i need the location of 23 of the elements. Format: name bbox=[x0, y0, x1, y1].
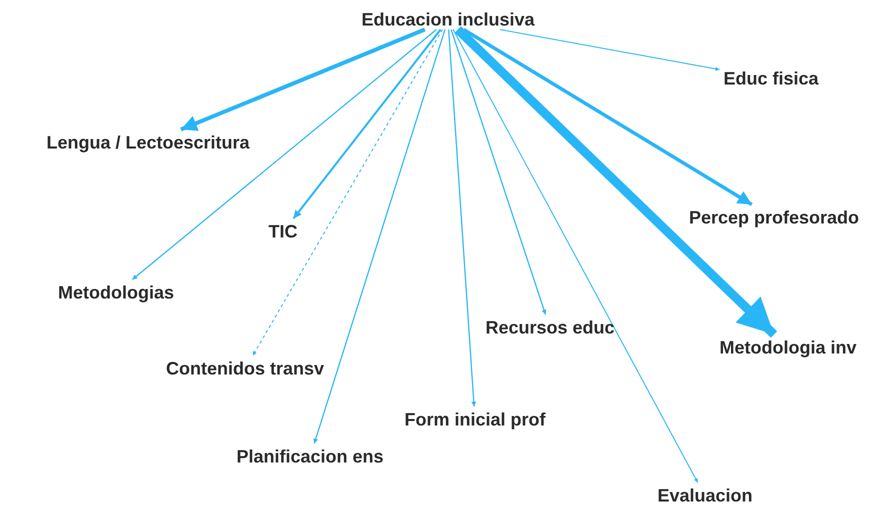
node-label: Educ fisica bbox=[721, 68, 821, 90]
node-label: Educacion inclusiva bbox=[359, 8, 537, 32]
node-label: Form inicial prof bbox=[402, 408, 548, 432]
node-label: Percep profesorado bbox=[686, 206, 862, 230]
arrow bbox=[462, 28, 753, 206]
node-label: Recursos educ bbox=[483, 316, 617, 340]
arrow bbox=[450, 29, 546, 315]
arrow bbox=[454, 26, 778, 338]
node-label: Contenidos transv bbox=[164, 358, 326, 380]
node-label: Metodologia inv bbox=[718, 336, 858, 360]
arrow bbox=[452, 29, 698, 483]
node-label: Lengua / Lectoescritura bbox=[44, 132, 252, 154]
node-label: Planificacion ens bbox=[234, 446, 386, 468]
arrow bbox=[132, 29, 437, 280]
node-label: TIC bbox=[266, 220, 300, 244]
arrow bbox=[292, 28, 442, 220]
arrow bbox=[252, 29, 443, 356]
node-label: Metodologias bbox=[56, 282, 176, 304]
arrow bbox=[313, 29, 446, 444]
node-label: Evaluacion bbox=[655, 484, 755, 507]
arrow bbox=[448, 29, 476, 407]
arrow bbox=[180, 28, 426, 132]
arrow bbox=[500, 29, 720, 71]
